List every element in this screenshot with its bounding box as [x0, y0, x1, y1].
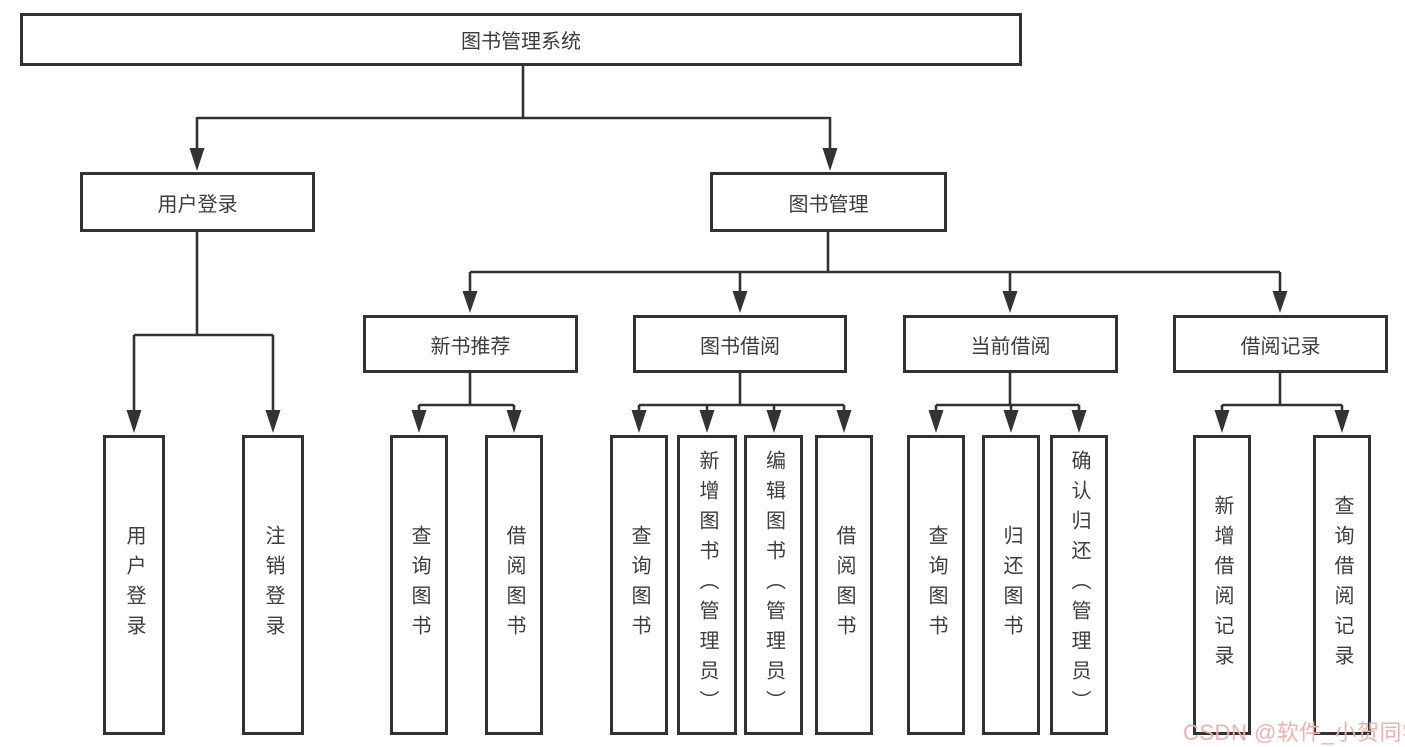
leaf-return-book-label: 归还图书 — [1000, 525, 1022, 645]
arrowheads — [126, 148, 1350, 433]
node-user-login: 用户登录 — [80, 172, 315, 232]
leaf-edit-book-admin-label: 编辑图书（管理员） — [762, 450, 785, 720]
leaf-add-book-admin: 新增图书（管理员） — [677, 435, 737, 735]
leaf-return-book: 归还图书 — [982, 435, 1040, 735]
leaf-edit-book-admin: 编辑图书（管理员） — [744, 435, 803, 735]
leaf-query-book-recommend: 查询图书 — [390, 435, 448, 735]
leaf-logout-label: 注销登录 — [262, 525, 284, 645]
leaf-add-book-admin-label: 新增图书（管理员） — [696, 450, 718, 720]
leaf-add-borrow-record-label: 新增借阅记录 — [1211, 495, 1233, 675]
leaf-query-book-current-label: 查询图书 — [925, 525, 947, 645]
node-new-book-recommend: 新书推荐 — [363, 315, 578, 373]
node-borrow-record: 借阅记录 — [1173, 315, 1388, 373]
leaf-query-book-borrow: 查询图书 — [610, 435, 668, 735]
node-user-login-label: 用户登录 — [157, 193, 238, 216]
leaf-borrow-book-recommend-label: 借阅图书 — [503, 525, 525, 645]
node-borrow-record-label: 借阅记录 — [1240, 335, 1321, 358]
node-root-label: 图书管理系统 — [461, 31, 581, 53]
leaf-user-login: 用户登录 — [103, 435, 165, 735]
leaf-query-borrow-record-label: 查询借阅记录 — [1331, 495, 1353, 675]
leaf-confirm-return-admin-label: 确认归还（管理员） — [1068, 450, 1090, 720]
leaf-borrow-book-label: 借阅图书 — [833, 525, 855, 645]
node-book-management-label: 图书管理 — [788, 193, 869, 216]
leaf-borrow-book-recommend: 借阅图书 — [485, 435, 543, 735]
leaf-confirm-return-admin: 确认归还（管理员） — [1050, 435, 1108, 735]
node-root: 图书管理系统 — [20, 13, 1022, 66]
leaf-query-book-recommend-label: 查询图书 — [408, 525, 430, 645]
node-current-borrow-label: 当前借阅 — [970, 335, 1051, 358]
node-book-borrow: 图书借阅 — [633, 315, 847, 373]
node-book-management: 图书管理 — [710, 172, 947, 232]
node-book-borrow-label: 图书借阅 — [700, 335, 780, 358]
leaf-add-borrow-record: 新增借阅记录 — [1193, 435, 1251, 735]
leaf-user-login-label: 用户登录 — [123, 525, 145, 645]
leaf-query-book-current: 查询图书 — [907, 435, 965, 735]
leaf-borrow-book: 借阅图书 — [815, 435, 873, 735]
leaf-query-book-borrow-label: 查询图书 — [628, 525, 650, 645]
node-new-book-recommend-label: 新书推荐 — [430, 335, 511, 358]
leaf-query-borrow-record: 查询借阅记录 — [1313, 435, 1371, 735]
node-current-borrow: 当前借阅 — [903, 315, 1118, 373]
leaf-logout: 注销登录 — [242, 435, 304, 735]
csdn-watermark: CSDN @软件_小贺同学 — [1183, 720, 1405, 745]
